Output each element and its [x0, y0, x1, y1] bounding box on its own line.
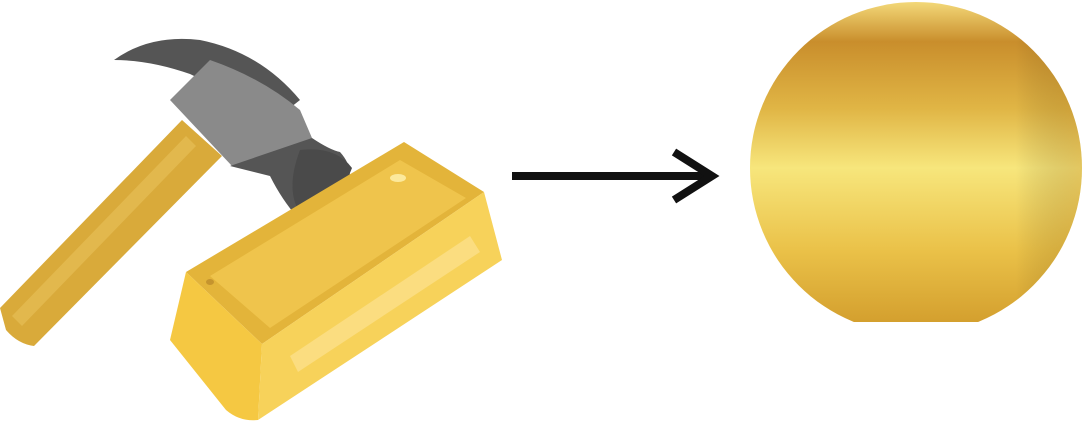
hammer-face [292, 149, 352, 216]
gold-bar-icon [170, 142, 502, 421]
gold-bar-side-shine [290, 236, 480, 372]
gold-bar-top-highlight [210, 160, 466, 328]
arrow-head [671, 148, 720, 204]
hammer-handle-highlight [12, 136, 196, 326]
gold-bar-sparkle [206, 279, 214, 285]
gold-circle-icon [750, 2, 1082, 322]
gold-circle-shade [750, 2, 1082, 322]
arrow-right-icon [512, 148, 720, 204]
gold-bar-front [170, 272, 262, 421]
gold-bar-sparkle [390, 174, 406, 182]
hammer-head-top [170, 60, 312, 168]
